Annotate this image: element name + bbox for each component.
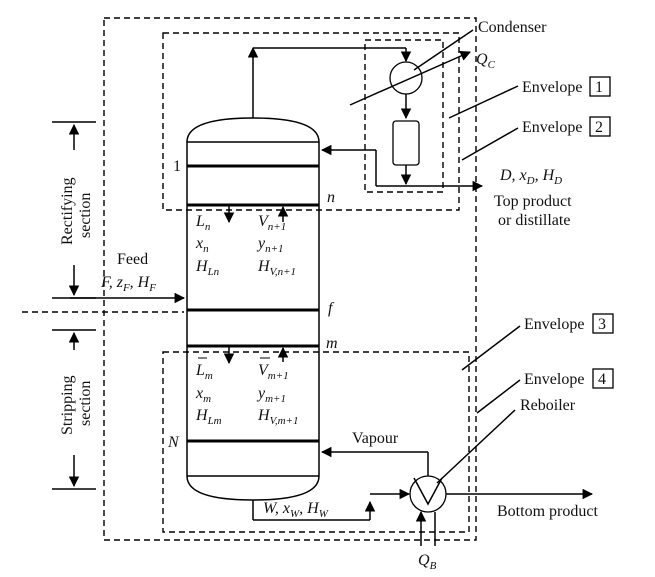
stripping-section-label: section (77, 381, 94, 426)
bottoms-symbols: W, xW, HW (263, 500, 329, 520)
envelope-2-number: 2 (595, 119, 603, 136)
vapour-label: Vapour (352, 430, 399, 447)
envelope-3-number: 3 (598, 316, 606, 333)
rectifying-label: Rectifying (59, 177, 76, 245)
envelope-2-boundary (103, 17, 477, 541)
HVn1-symbol: HV,n+1 (257, 258, 296, 278)
Vm1-symbol: Vm+1 (258, 362, 289, 382)
ym1-symbol: ym+1 (256, 385, 286, 405)
reboiler-label: Reboiler (520, 397, 576, 414)
envelope-3-leader (461, 325, 521, 371)
condenser-label: Condenser (478, 19, 547, 36)
rectifying-section-label: section (77, 193, 94, 238)
xm-symbol: xm (195, 385, 211, 405)
top-product-label: Top product (494, 193, 572, 210)
condenser-coolant-line (349, 51, 471, 106)
envelope-1-box (589, 76, 611, 97)
feed-label: Feed (117, 251, 148, 268)
stripping-label: Stripping (59, 375, 76, 435)
distillate-label: or distillate (498, 212, 570, 229)
HVm1-symbol: HV,m+1 (257, 407, 298, 427)
xn-symbol: xn (195, 235, 209, 255)
envelope-4-number: 4 (598, 371, 606, 388)
qb-label: QB (418, 552, 437, 572)
Lm-symbol: Lm (195, 362, 213, 382)
envelope-2-box (589, 116, 611, 137)
envelope-3-label: Envelope (524, 316, 584, 333)
plate-m-label: m (326, 335, 338, 352)
plate-1-label: 1 (173, 158, 181, 175)
condenser-inner-boundary (364, 39, 444, 193)
envelope-3-box (592, 313, 614, 334)
envelope-4-box (592, 368, 614, 389)
HLn-symbol: HLn (195, 258, 220, 278)
envelope-1-label: Envelope (522, 79, 582, 96)
envelope-1-boundary (162, 32, 460, 211)
envelope-1-leader (448, 85, 519, 119)
plate-n-label: n (327, 189, 335, 206)
envelope-2-label: Envelope (522, 119, 582, 136)
bottom-product-label: Bottom product (497, 503, 598, 520)
envelope-4-leader (476, 379, 521, 414)
Ln-symbol: Ln (195, 213, 211, 233)
HLm-symbol: HLm (195, 407, 222, 427)
envelope-1-number: 1 (595, 79, 603, 96)
reboiler-symbol (413, 477, 443, 506)
reflux-drum (392, 120, 420, 166)
feed-symbols: F, zF, HF (100, 274, 156, 294)
envelope-4-label: Envelope (524, 371, 584, 388)
qc-label: QC (476, 51, 496, 71)
plate-N-label: N (167, 434, 180, 451)
Vn1-symbol: Vn+1 (258, 213, 286, 233)
envelope-2-leader (461, 127, 519, 161)
plate-f-label: f (328, 300, 335, 317)
condenser (389, 61, 423, 95)
distillate-symbols: D, xD, HD (499, 167, 562, 187)
condenser-leader (413, 29, 474, 71)
envelope-3-boundary (162, 351, 470, 533)
yn1-symbol: yn+1 (256, 235, 284, 255)
reboiler-leader (436, 409, 516, 484)
